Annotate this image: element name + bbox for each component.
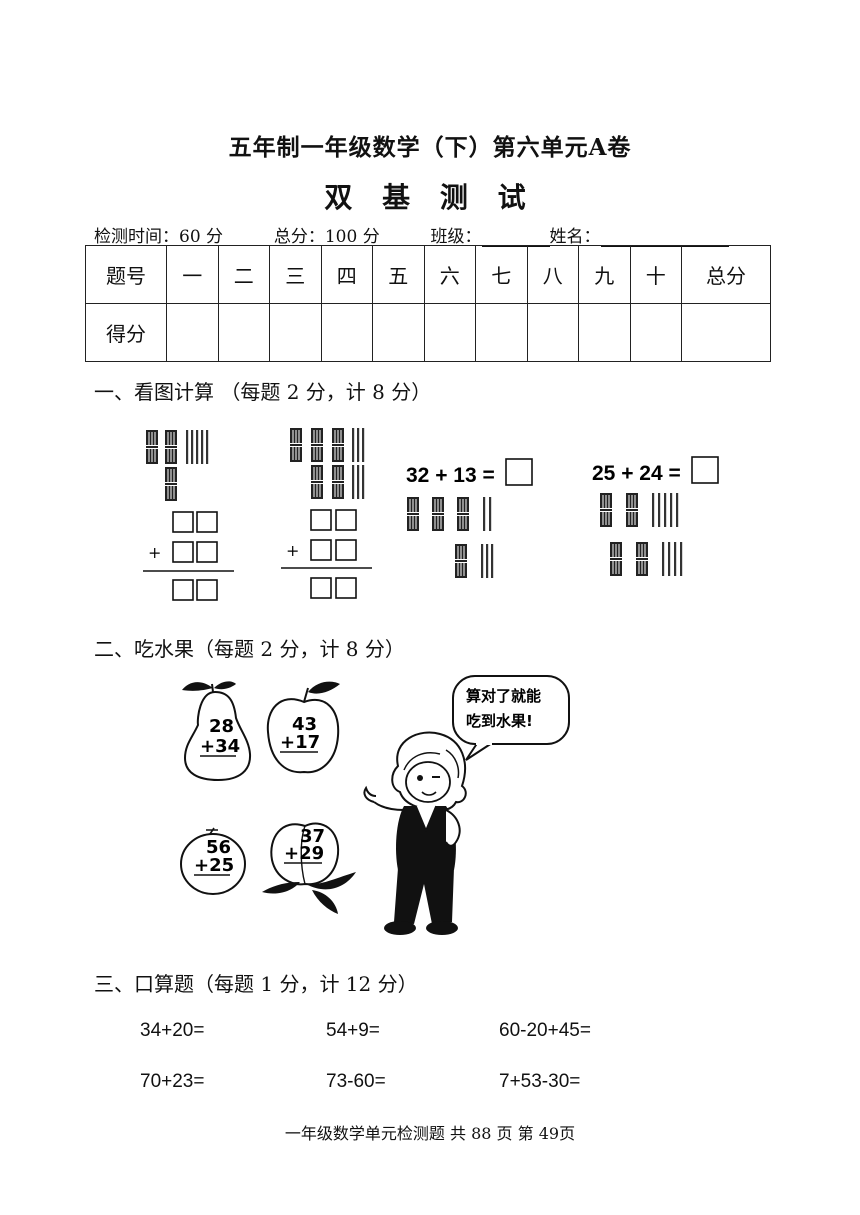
plus-sign: + (286, 541, 299, 560)
page-title: 五年制一年级数学（下）第六单元A卷 (228, 134, 632, 161)
figure-3-sticks (406, 496, 494, 579)
score-input-cell[interactable] (217, 303, 270, 362)
score-input-cell[interactable] (526, 303, 579, 362)
equation-3: 32 + 13 = (406, 464, 495, 487)
figure-2-answer-boxes[interactable] (281, 509, 372, 599)
score-input-cell[interactable] (423, 303, 476, 362)
speech-line-1: 算对了就能 (466, 687, 541, 705)
table-cell: 三 (269, 245, 322, 304)
orange-fruit[interactable]: 56 +25 (180, 827, 246, 895)
child-character (363, 731, 467, 935)
score-input-cell[interactable] (629, 303, 682, 362)
class-label: 班级： (430, 227, 482, 247)
oral-calc-item: 70+23= (140, 1071, 205, 1092)
oral-calc-item: 54+9= (326, 1020, 380, 1041)
peach-fruit[interactable]: 37 +29 (262, 822, 356, 914)
pear-top-number: 28 (209, 716, 234, 737)
section-3-heading: 三、口算题（每题 1 分，计 12 分） (94, 972, 418, 996)
table-cell: 得分 (85, 303, 167, 362)
table-cell: 十 (629, 245, 682, 304)
oral-calc-item: 34+20= (140, 1020, 205, 1041)
oral-calc-item: 7+53-30= (499, 1071, 581, 1092)
speech-bubble: 算对了就能 吃到水果! (452, 675, 570, 761)
table-cell: 九 (578, 245, 631, 304)
exam-info-line: 检测时间：60 分 总分：100 分 班级： 姓名： (94, 222, 729, 247)
table-cell: 二 (217, 245, 270, 304)
score-input-cell[interactable] (269, 303, 322, 362)
apple-fruit[interactable]: 43 +17 (266, 681, 340, 774)
speech-line-2: 吃到水果! (466, 712, 533, 730)
score-input-cell[interactable] (681, 303, 771, 362)
oral-calc-item: 73-60= (326, 1071, 386, 1092)
orange-top-number: 56 (206, 837, 231, 858)
table-cell: 四 (320, 245, 373, 304)
peach-top-number: 37 (300, 826, 325, 847)
equation-4-answer-box[interactable] (691, 456, 719, 484)
table-cell: 七 (475, 245, 528, 304)
time-label: 检测时间：60 分 (94, 227, 224, 247)
table-cell: 八 (526, 245, 579, 304)
total-label: 总分：100 分 (273, 227, 380, 247)
apple-top-number: 43 (292, 714, 317, 735)
equation-3-answer-box[interactable] (505, 458, 533, 486)
score-input-cell[interactable] (475, 303, 528, 362)
oral-calc-item: 60-20+45= (499, 1020, 591, 1041)
score-input-cell[interactable] (578, 303, 631, 362)
score-input-cell[interactable] (166, 303, 219, 362)
pear-bottom-number: +34 (200, 736, 240, 757)
score-table-score-row: 得分 (85, 303, 771, 362)
equation-4: 25 + 24 = (592, 462, 681, 485)
pear-fruit[interactable]: 28 +34 (182, 681, 252, 782)
apple-bottom-number: +17 (280, 732, 320, 753)
table-cell: 题号 (85, 245, 167, 304)
figure-1-sticks (145, 429, 209, 502)
score-table: 题号 一 二 三 四 五 六 七 八 九 十 总分 得分 (85, 245, 771, 362)
orange-bottom-number: +25 (194, 855, 234, 876)
page-subtitle: 双 基 测 试 (324, 181, 536, 214)
table-cell: 一 (166, 245, 219, 304)
score-input-cell[interactable] (320, 303, 373, 362)
score-table-header-row: 题号 一 二 三 四 五 六 七 八 九 十 总分 (85, 245, 771, 304)
table-cell: 五 (372, 245, 425, 304)
section-1-heading: 一、看图计算 （每题 2 分，计 8 分） (94, 380, 432, 404)
figure-2-sticks (289, 427, 365, 500)
table-cell: 六 (423, 245, 476, 304)
figure-4-sticks (599, 492, 683, 577)
peach-bottom-number: +29 (284, 843, 324, 864)
picture-calculation-figures: + + 32 + 13 = 25 + 24 = (143, 427, 719, 601)
section-2-heading: 二、吃水果（每题 2 分，计 8 分） (94, 637, 405, 661)
table-cell: 总分 (681, 245, 771, 304)
figure-1-answer-boxes[interactable] (143, 511, 234, 601)
plus-sign: + (148, 543, 161, 562)
fruit-illustration: 28 +34 43 +17 56 +25 37 +29 算对了就能 吃到水果! (180, 675, 570, 935)
name-label: 姓名： (549, 227, 601, 247)
page-footer: 一年级数学单元检测题 共 88 页 第 49页 (284, 1124, 576, 1143)
score-input-cell[interactable] (372, 303, 425, 362)
